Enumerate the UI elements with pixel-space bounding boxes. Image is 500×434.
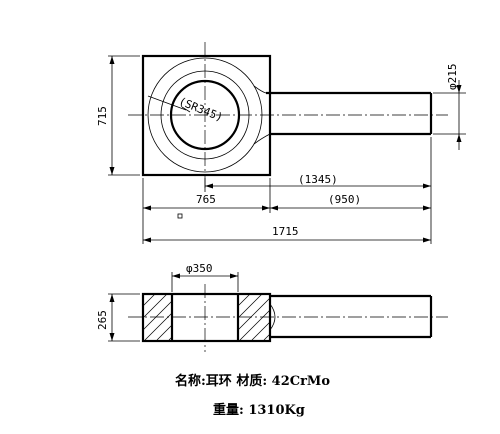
dim-765-text: 765 xyxy=(196,193,216,206)
dim-1345-arrow-left xyxy=(205,183,213,189)
fillet-upper xyxy=(253,85,267,94)
dim-765-arrow-right xyxy=(262,205,270,211)
dim-215-arrow-bottom xyxy=(456,134,462,142)
dim-1345-text: (1345) xyxy=(298,173,338,186)
dim-thickness: 265 xyxy=(96,293,140,342)
top-block-outline xyxy=(141,54,272,177)
dim-1715-arrow-left xyxy=(143,237,151,243)
section-view xyxy=(128,284,448,352)
top-view: (SR345) xyxy=(128,42,448,188)
dim-950-text: (950) xyxy=(328,193,361,206)
dim-265-arrow-bottom xyxy=(109,333,115,341)
dim-715-text: 715 xyxy=(96,106,109,126)
dim-265-arrow-top xyxy=(109,294,115,302)
dim-265-text: 265 xyxy=(96,310,109,330)
hatch-left xyxy=(142,293,173,341)
dim-350-arrow-left xyxy=(172,273,180,279)
sr-leader xyxy=(147,95,187,111)
dim-715-arrow-bottom xyxy=(109,167,115,175)
dim-215-arrow-top xyxy=(456,85,462,93)
section-block-outline xyxy=(141,292,272,343)
dim-1345-arrow-right xyxy=(423,183,431,189)
dim-horizontal-group: (1345) 765 (950) 1715 xyxy=(142,137,432,244)
hatch-right xyxy=(237,293,271,341)
dim-215-text: φ215 xyxy=(446,64,459,91)
small-marker xyxy=(177,213,183,219)
dim-1715-arrow-right xyxy=(423,237,431,243)
dim-950-arrow-right xyxy=(423,205,431,211)
dim-765-arrow-left xyxy=(143,205,151,211)
dim-350-arrow-right xyxy=(230,273,238,279)
section-sphere-arc xyxy=(269,303,276,331)
dim-shaft-dia: φ215 xyxy=(433,64,466,150)
fillet-lower xyxy=(253,133,271,145)
sr-leader-arrow-a xyxy=(181,106,191,113)
dim-715: 715 xyxy=(96,55,140,176)
dim-350-text: φ350 xyxy=(186,262,213,275)
dim-bore-dia: φ350 xyxy=(171,262,239,292)
caption-weight: 重量: 1310Kg xyxy=(213,402,305,418)
dim-950-arrow-left xyxy=(270,205,278,211)
sr-label: (SR345) xyxy=(177,95,225,124)
dim-715-arrow-top xyxy=(109,56,115,64)
dim-1715-text: 1715 xyxy=(272,225,299,238)
caption-name-material: 名称:耳环 材质: 42CrMo xyxy=(175,373,330,389)
